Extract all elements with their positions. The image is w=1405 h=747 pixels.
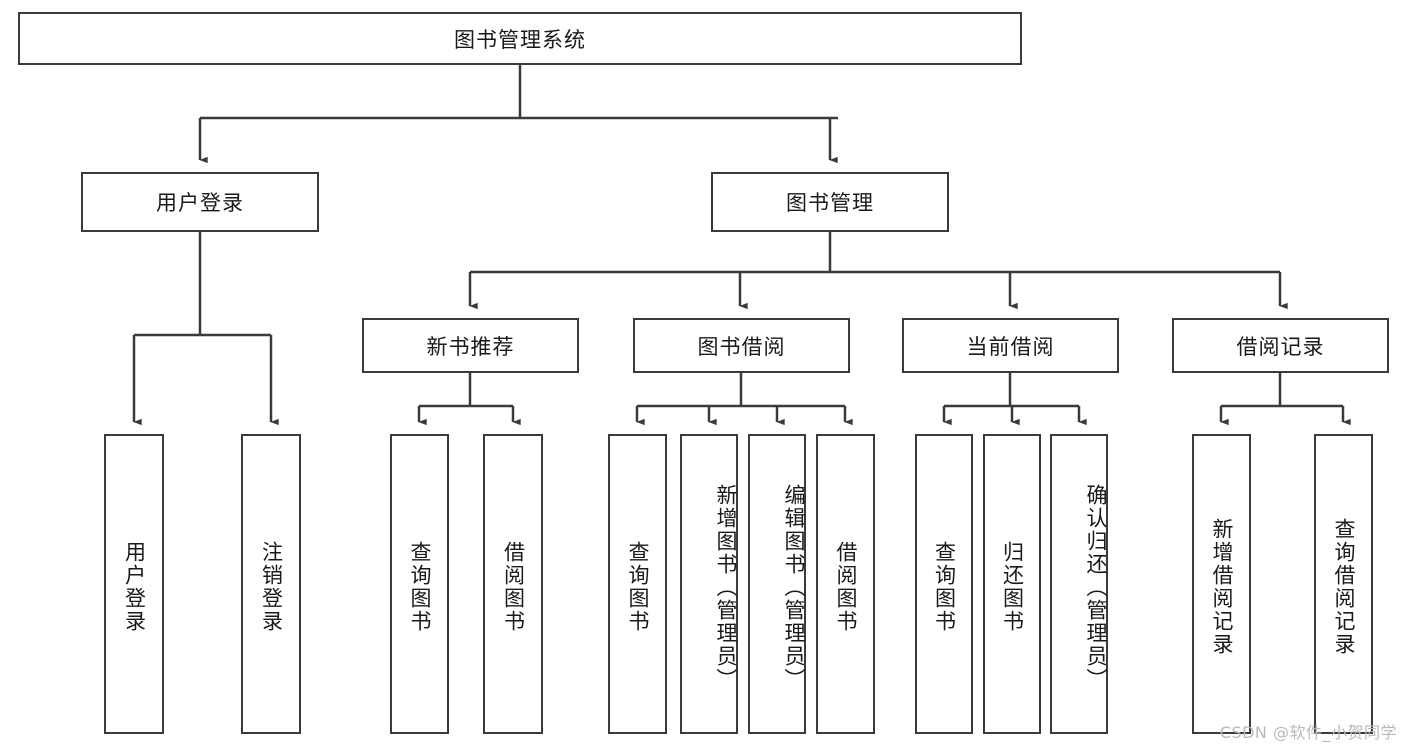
csdn-watermark: CSDN @软件_小贺同学 [1219,723,1397,742]
node-level3-1[interactable]: 图书借阅 [633,318,850,373]
node-label: 查询图书 [408,541,432,633]
node-leaf-2[interactable]: 查询图书 [390,434,449,734]
node-leaf-10[interactable]: 确认归还（管理员） [1050,434,1108,734]
node-leaf-12[interactable]: 查询借阅记录 [1314,434,1373,734]
node-label: 用户登录 [156,191,244,215]
node-leaf-1[interactable]: 注销登录 [241,434,301,734]
node-label: 查询借阅记录 [1332,518,1356,656]
node-leaf-3[interactable]: 借阅图书 [483,434,543,734]
node-label: 确认归还（管理员） [1084,483,1108,691]
node-root-图书管理系统[interactable]: 图书管理系统 [18,12,1022,65]
node-label: 当前借阅 [966,334,1055,359]
node-label: 用户登录 [122,541,147,633]
node-label: 图书借阅 [697,334,786,359]
node-label: 归还图书 [1000,541,1025,633]
node-label: 编辑图书（管理员） [782,483,806,691]
node-label: 新增图书（管理员） [714,483,738,691]
node-label: 新增借阅记录 [1210,518,1234,656]
node-leaf-9[interactable]: 归还图书 [983,434,1041,734]
node-label: 图书管理系统 [454,27,586,52]
node-label: 借阅图书 [501,541,526,633]
node-leaf-6[interactable]: 编辑图书（管理员） [748,434,806,734]
node-leaf-4[interactable]: 查询图书 [608,434,667,734]
node-leaf-0[interactable]: 用户登录 [104,434,164,734]
node-leaf-11[interactable]: 新增借阅记录 [1192,434,1251,734]
node-leaf-8[interactable]: 查询图书 [915,434,973,734]
node-level3-0[interactable]: 新书推荐 [362,318,579,373]
node-label: 新书推荐 [426,334,515,359]
node-level3-3[interactable]: 借阅记录 [1172,318,1389,373]
node-leaf-7[interactable]: 借阅图书 [816,434,875,734]
node-level3-2[interactable]: 当前借阅 [902,318,1119,373]
node-label: 查询图书 [626,541,650,633]
node-label: 注销登录 [259,541,284,633]
node-label: 借阅记录 [1236,334,1325,359]
node-label: 图书管理 [786,191,874,215]
node-leaf-5[interactable]: 新增图书（管理员） [680,434,738,734]
node-label: 借阅图书 [834,541,858,633]
node-label: 查询图书 [932,541,957,633]
node-level2-1[interactable]: 图书管理 [711,172,949,232]
node-level2-0[interactable]: 用户登录 [81,172,319,232]
